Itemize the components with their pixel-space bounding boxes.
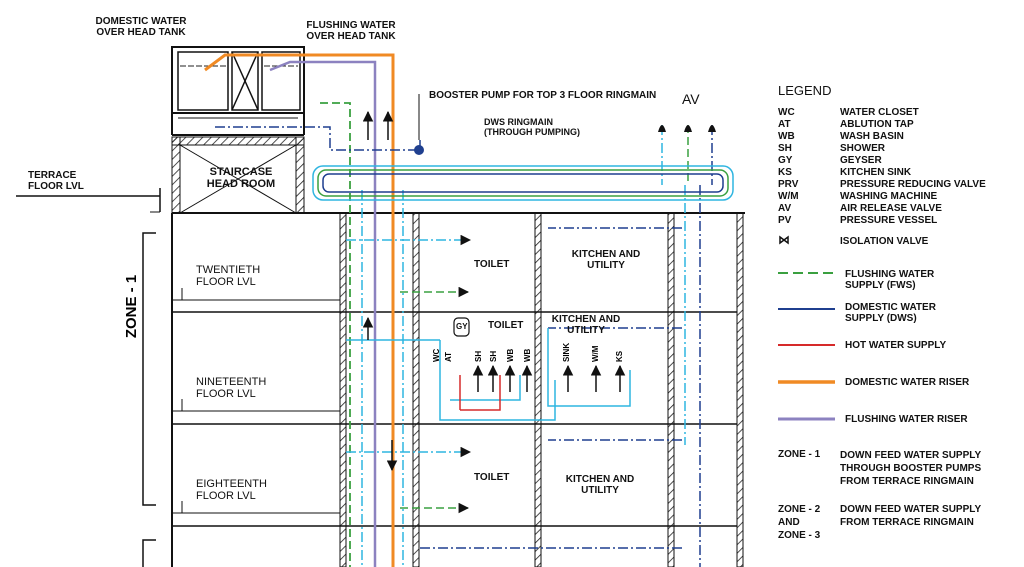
- legend-row: WB WASH BASIN: [778, 131, 986, 143]
- legend-abbr: WC: [778, 107, 795, 118]
- legend-abbr: PV: [778, 215, 792, 226]
- legend-desc: WASHING MACHINE: [840, 191, 938, 202]
- geyser: [453, 317, 470, 337]
- legend-zone-2-key: ZONE - 2 AND ZONE - 3: [778, 504, 821, 541]
- domestic-tank-label: DOMESTIC WATER OVER HEAD TANK: [95, 16, 187, 38]
- legend-desc: KITCHEN SINK: [840, 167, 912, 178]
- branch-lines: [346, 227, 682, 549]
- legend-row: GY GEYSER: [778, 155, 986, 167]
- fixture-wb-2: WB: [523, 348, 532, 362]
- legend-desc: WASH BASIN: [840, 131, 904, 142]
- legend-line-hot: HOT WATER SUPPLY: [845, 340, 947, 351]
- building-walls: [171, 212, 744, 567]
- legend-abbr: AT: [778, 119, 791, 130]
- kitchen-label-19: KITCHEN AND UTILITY: [551, 314, 621, 336]
- av-label: AV: [682, 91, 700, 107]
- dws-ringmain-label: DWS RINGMAIN (THROUGH PUMPING): [484, 117, 580, 137]
- fixture-sh-2: SH: [489, 350, 498, 362]
- legend-abbr: WB: [778, 131, 795, 142]
- legend-desc: SHOWER: [840, 143, 885, 154]
- legend-abbr: PRV: [778, 179, 799, 190]
- legend-line-samples: [778, 235, 835, 421]
- fixture-at: AT: [444, 351, 453, 362]
- overhead-tanks: [171, 46, 305, 136]
- fixture-sh-1: SH: [474, 350, 483, 362]
- toilet-label-19: TOILET: [488, 320, 524, 331]
- legend-row: AV AIR RELEASE VALVE: [778, 203, 986, 215]
- legend-isolation-valve: ISOLATION VALVE: [840, 236, 929, 247]
- fixture-wm: W/M: [591, 345, 600, 362]
- zone-bracket: [142, 232, 156, 567]
- legend-desc: ABLUTION TAP: [840, 119, 914, 130]
- geyser-label: GY: [456, 322, 468, 331]
- legend-row: SH SHOWER: [778, 143, 986, 155]
- kitchen-label-18: KITCHEN AND UTILITY: [565, 474, 635, 496]
- legend-line-fwr: FLUSHING WATER RISER: [845, 414, 968, 425]
- legend-row: AT ABLUTION TAP: [778, 119, 986, 131]
- fixture-sink: SINK: [562, 342, 571, 362]
- legend-abbr: SH: [778, 143, 792, 154]
- legend-row: WC WATER CLOSET: [778, 107, 986, 119]
- legend-abbr: GY: [778, 155, 793, 166]
- fixture-wb-1: WB: [506, 348, 515, 362]
- legend-zone-2-desc: DOWN FEED WATER SUPPLY FROM TERRACE RING…: [840, 504, 982, 528]
- legend-abbreviations: WC WATER CLOSET AT ABLUTION TAP WB WASH BAS…: [778, 107, 986, 227]
- floor-slabs: [150, 211, 737, 527]
- legend-zone-1-key: ZONE - 1: [778, 449, 821, 460]
- fixture-wc: WC: [432, 348, 441, 362]
- fixture-arrows: [362, 110, 626, 472]
- toilet-label-20: TOILET: [474, 259, 510, 270]
- fixture-ks: KS: [615, 350, 624, 362]
- staircase-label: STAIRCASE HEAD ROOM: [206, 166, 276, 190]
- legend-row: PRV PRESSURE REDUCING VALVE: [778, 179, 986, 191]
- legend-abbr: KS: [778, 167, 792, 178]
- legend-row: PV PRESSURE VESSEL: [778, 215, 986, 227]
- legend-line-dws: DOMESTIC WATER SUPPLY (DWS): [845, 302, 936, 324]
- terrace-floor-line: [16, 188, 745, 214]
- air-release-valves: [658, 125, 716, 132]
- legend-abbr: W/M: [778, 191, 799, 202]
- flushing-tank-label: FLUSHING WATER OVER HEAD TANK: [306, 20, 396, 42]
- legend-desc: PRESSURE VESSEL: [840, 215, 938, 226]
- legend-desc: GEYSER: [840, 155, 882, 166]
- legend-desc: AIR RELEASE VALVE: [840, 203, 942, 214]
- booster-pump: [414, 94, 424, 155]
- legend-line-dwr: DOMESTIC WATER RISER: [845, 377, 970, 388]
- legend-abbr: AV: [778, 203, 792, 214]
- legend-desc: PRESSURE REDUCING VALVE: [840, 179, 986, 190]
- legend-desc: WATER CLOSET: [840, 107, 919, 118]
- floor-label-20: TWENTIETH FLOOR LVL: [196, 264, 261, 288]
- risers: [204, 53, 713, 567]
- booster-pump-label: BOOSTER PUMP FOR TOP 3 FLOOR RINGMAIN: [429, 90, 657, 101]
- legend-row: KS KITCHEN SINK: [778, 167, 986, 179]
- zone-1-label: ZONE - 1: [123, 274, 141, 339]
- legend-line-fws: FLUSHING WATER SUPPLY (FWS): [845, 269, 935, 291]
- terrace-label: TERRACE FLOOR LVL: [28, 170, 84, 192]
- legend-title: LEGEND: [778, 83, 832, 98]
- floor-label-19: NINETEENTH FLOOR LVL: [196, 376, 267, 400]
- legend-row: W/M WASHING MACHINE: [778, 191, 986, 203]
- kitchen-label-20: KITCHEN AND UTILITY: [571, 249, 641, 271]
- legend-zone-1-desc: DOWN FEED WATER SUPPLY THROUGH BOOSTER P…: [840, 450, 982, 487]
- floor-label-18: EIGHTEENTH FLOOR LVL: [196, 478, 267, 502]
- terrace-ringmain: [312, 165, 734, 201]
- toilet-label-18: TOILET: [474, 472, 510, 483]
